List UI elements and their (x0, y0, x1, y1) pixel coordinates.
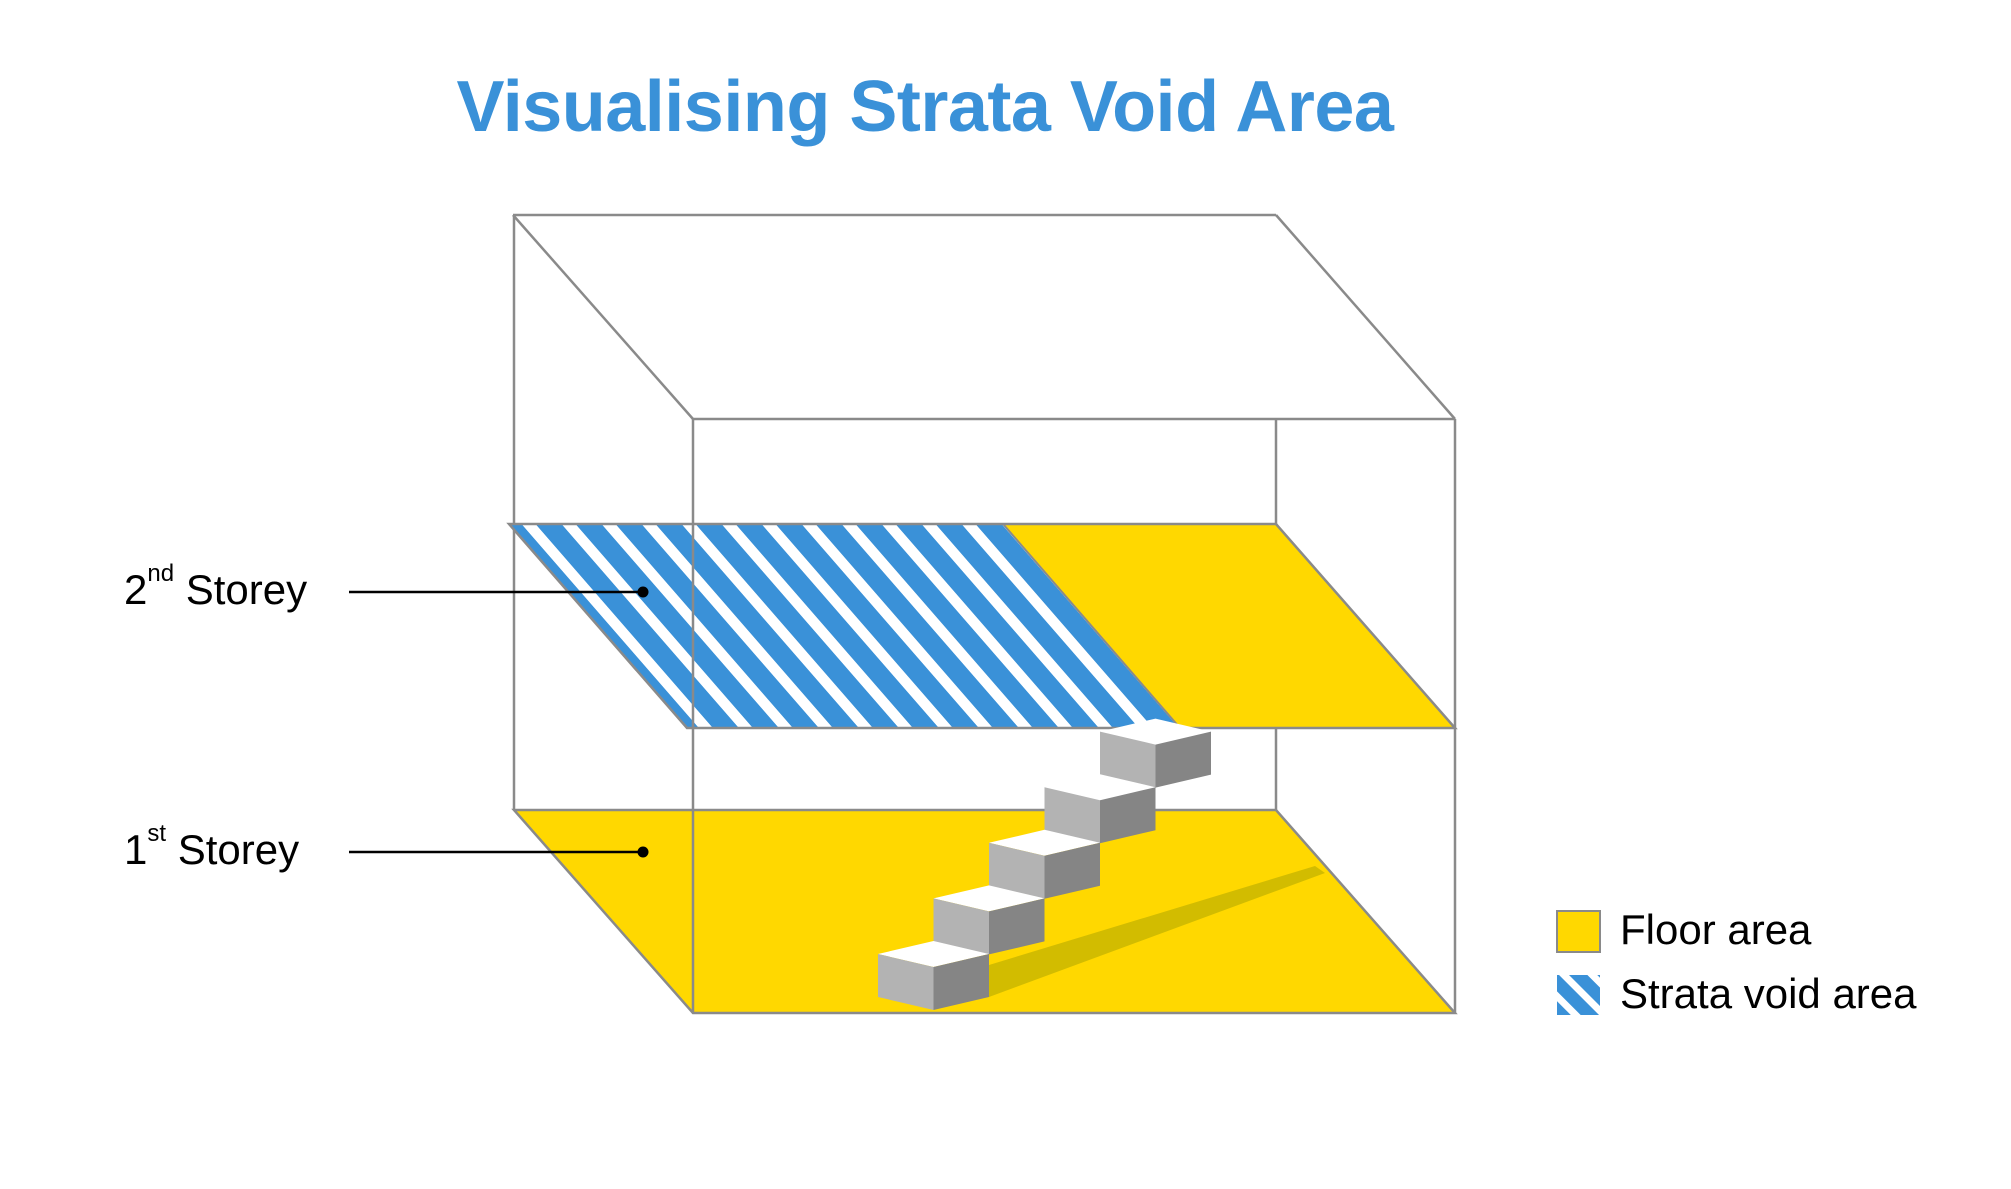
legend-swatch-void (1557, 975, 1600, 1015)
stair-step (933, 885, 1045, 955)
storey-word: Storey (185, 566, 308, 613)
stair-step (1044, 774, 1156, 844)
stair-step (1100, 718, 1211, 788)
label-second-storey: 2nd Storey (124, 562, 308, 614)
storey-ordinal-suffix: nd (147, 560, 175, 587)
storey-number: 2 (124, 566, 148, 613)
stair-step (878, 941, 989, 1010)
storey-number: 1 (124, 826, 148, 873)
leader-second-storey (349, 586, 649, 598)
legend-label-strata-void-area: Strata void area (1620, 970, 1917, 1017)
legend-label-floor-area: Floor area (1620, 906, 1812, 953)
second-storey-slab (506, 522, 1458, 730)
storey-ordinal-suffix: st (147, 820, 167, 847)
stair-shadow (989, 866, 1325, 997)
legend-swatch-floor (1556, 910, 1601, 953)
second-storey-floor-region (1003, 524, 1455, 728)
stair-step (989, 829, 1100, 899)
storey-word: Storey (177, 826, 300, 873)
leader-first-storey (349, 846, 649, 858)
label-first-storey: 1st Storey (124, 822, 300, 874)
staircase (878, 718, 1211, 1010)
page-title: Visualising Strata Void Area (456, 67, 1394, 147)
strata-void-region (509, 524, 1180, 728)
